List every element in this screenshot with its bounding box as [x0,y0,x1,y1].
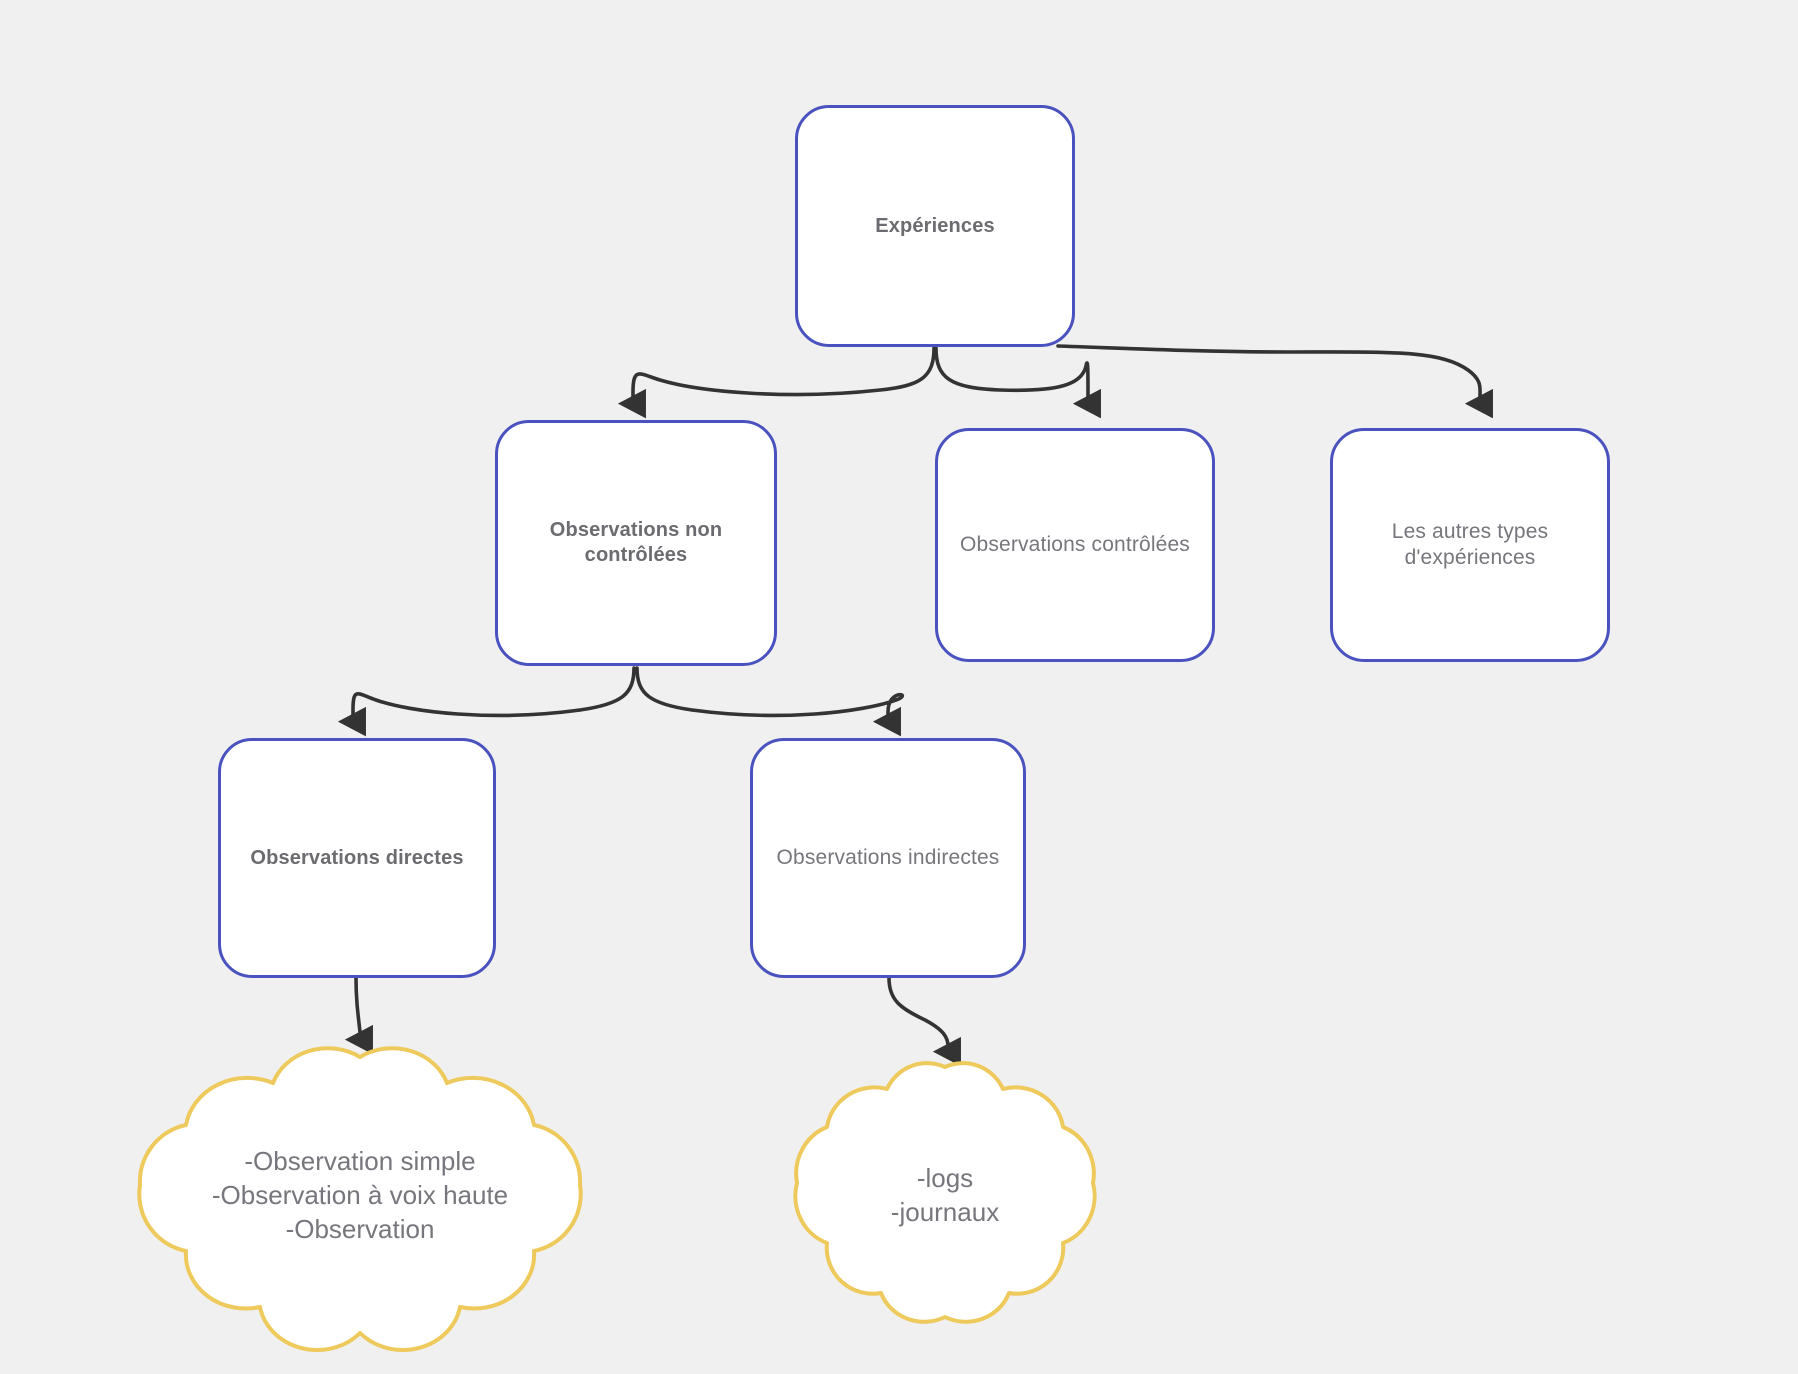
node-observations-controlees-label: Observations contrôlées [960,532,1190,556]
edge-root-to-autres-types-experiences [1056,344,1493,419]
cloud-observations-indirectes[interactable]: -logs -journaux [775,1045,1115,1345]
node-observations-indirectes-label: Observations indirectes [776,845,1000,869]
cloud-shape-icon [793,1061,1097,1324]
edge-root-to-observations-controlees [934,346,1101,419]
cloud-observations-directes[interactable]: -Observation simple -Observation à voix … [110,1035,610,1355]
edge-nonctrl-to-observations-directes [337,666,636,737]
node-autres-types-experiences-label: Les autres types d'expériences [1391,519,1549,569]
node-observations-directes[interactable]: Observations directes [218,738,496,978]
node-observations-indirectes[interactable]: Observations indirectes [750,738,1026,978]
node-observations-controlees[interactable]: Observations contrôlées [935,428,1215,662]
edge-directes-to-cloud-simple [344,976,373,1055]
cloud-observations-indirectes-text: -logs -journaux [890,1162,1000,1227]
node-autres-types-experiences[interactable]: Les autres types d'expériences [1330,428,1610,662]
node-experiences-label: Expériences [875,214,995,237]
edge-indirectes-to-cloud-logs [887,976,961,1067]
node-observations-non-controlees-label: Observations non contrôlées [549,519,723,566]
cloud-shape-icon [137,1046,583,1352]
node-observations-directes-label: Observations directes [250,846,464,869]
node-experiences[interactable]: Expériences [795,105,1075,347]
edge-root-to-observations-non-controlees [617,346,936,419]
edge-nonctrl-to-observations-indirectes [635,666,905,737]
cloud-observations-directes-text: -Observation simple -Observation à voix … [211,1145,509,1245]
node-observations-non-controlees[interactable]: Observations non contrôlées [495,420,777,666]
